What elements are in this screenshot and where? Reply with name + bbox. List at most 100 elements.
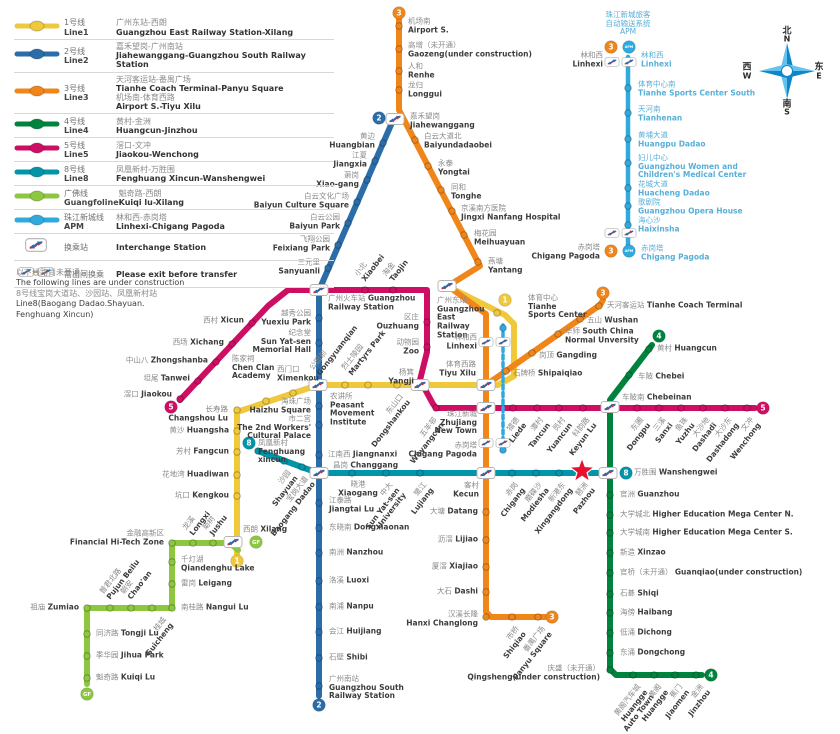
- station-label[interactable]: 花地湾 Huadiwan: [162, 469, 229, 479]
- station-label[interactable]: 洛溪 Luoxi: [329, 575, 370, 585]
- interchange-icon[interactable]: [476, 402, 496, 414]
- station-label[interactable]: 官桥（未开通） Guanqiao(under construction): [620, 567, 803, 577]
- station-label[interactable]: 会江 Huijiang: [329, 626, 382, 636]
- station-dot[interactable]: [83, 652, 91, 660]
- station-dot[interactable]: [448, 207, 456, 215]
- station-dot[interactable]: [482, 508, 490, 516]
- station-dot[interactable]: [363, 176, 371, 184]
- station-dot[interactable]: [395, 45, 403, 53]
- station-dot[interactable]: [645, 345, 653, 353]
- station-dot[interactable]: [633, 404, 641, 412]
- interchange-icon[interactable]: [621, 57, 637, 67]
- station-dot[interactable]: [395, 67, 403, 75]
- station-dot[interactable]: [254, 447, 262, 455]
- station-label[interactable]: 同济路 Tongji Lu: [96, 628, 159, 638]
- station-dot[interactable]: [595, 302, 603, 310]
- station-dot[interactable]: [315, 339, 323, 347]
- station-label[interactable]: 岗顶 Gangding: [539, 350, 597, 360]
- station-label[interactable]: 昌岗 Changgang: [333, 460, 399, 470]
- interchange-icon[interactable]: [476, 467, 496, 479]
- station-label[interactable]: 大学城南 Higher Education Mega Center S.: [620, 527, 793, 537]
- station-dot[interactable]: [508, 469, 516, 477]
- station-dot[interactable]: [482, 536, 490, 544]
- station-dot[interactable]: [315, 577, 323, 585]
- station-label[interactable]: 南洲 Nanzhou: [329, 547, 384, 557]
- station-dot[interactable]: [606, 549, 614, 557]
- station-dot[interactable]: [228, 340, 236, 348]
- station-dot[interactable]: [555, 404, 563, 412]
- interchange-icon[interactable]: [495, 337, 511, 347]
- station-label[interactable]: 车陂 Chebei: [638, 371, 685, 381]
- station-dot[interactable]: [482, 563, 490, 571]
- station-dot[interactable]: [721, 404, 729, 412]
- station-dot[interactable]: [315, 421, 323, 429]
- station-label[interactable]: 魁奇路 Kuiqi Lu: [96, 672, 156, 682]
- station-dot[interactable]: [606, 529, 614, 537]
- station-dot[interactable]: [625, 371, 633, 379]
- station-dot[interactable]: [606, 649, 614, 657]
- station-dot[interactable]: [233, 427, 241, 435]
- station-dot[interactable]: [315, 654, 323, 662]
- station-dot[interactable]: [389, 286, 397, 294]
- station-dot[interactable]: [606, 609, 614, 617]
- station-dot[interactable]: [606, 629, 614, 637]
- station-dot[interactable]: [624, 109, 632, 117]
- station-dot[interactable]: [361, 286, 369, 294]
- station-dot[interactable]: [482, 613, 490, 621]
- station-dot[interactable]: [233, 406, 241, 414]
- interchange-icon[interactable]: [478, 337, 494, 347]
- interchange-icon[interactable]: [604, 57, 620, 67]
- station-dot[interactable]: [106, 604, 114, 612]
- station-dot[interactable]: [677, 404, 685, 412]
- station-dot[interactable]: [624, 202, 632, 210]
- station-dot[interactable]: [395, 86, 403, 94]
- interchange-icon[interactable]: [598, 467, 618, 479]
- station-dot[interactable]: [379, 139, 387, 147]
- station-label[interactable]: 大学城北 Higher Education Mega Center N.: [620, 509, 794, 519]
- station-label[interactable]: 海傍 Haibang: [620, 607, 673, 617]
- station-dot[interactable]: [315, 451, 323, 459]
- station-dot[interactable]: [168, 539, 176, 547]
- interchange-icon[interactable]: [604, 228, 620, 238]
- station-dot[interactable]: [371, 157, 379, 165]
- station-dot[interactable]: [395, 22, 403, 30]
- station-dot[interactable]: [324, 264, 332, 272]
- station-label[interactable]: 低涌 Dichong: [620, 627, 672, 637]
- station-label[interactable]: 石牌桥 Shipaiqiao: [513, 368, 583, 378]
- station-dot[interactable]: [532, 469, 540, 477]
- station-dot[interactable]: [233, 492, 241, 500]
- interchange-icon[interactable]: [309, 467, 329, 479]
- station-label[interactable]: 大塘 Datang: [429, 506, 478, 516]
- station-dot[interactable]: [624, 135, 632, 143]
- station-dot[interactable]: [508, 613, 516, 621]
- station-label[interactable]: 黄村 Huangcun: [657, 343, 717, 353]
- station-label[interactable]: 万胜围 Wanshengwei: [634, 467, 718, 477]
- station-dot[interactable]: [411, 136, 419, 144]
- station-label[interactable]: 季华园 Jihua Park: [96, 650, 164, 660]
- station-dot[interactable]: [298, 463, 306, 471]
- station-dot[interactable]: [280, 457, 288, 465]
- station-dot[interactable]: [315, 603, 323, 611]
- station-dot[interactable]: [315, 402, 323, 410]
